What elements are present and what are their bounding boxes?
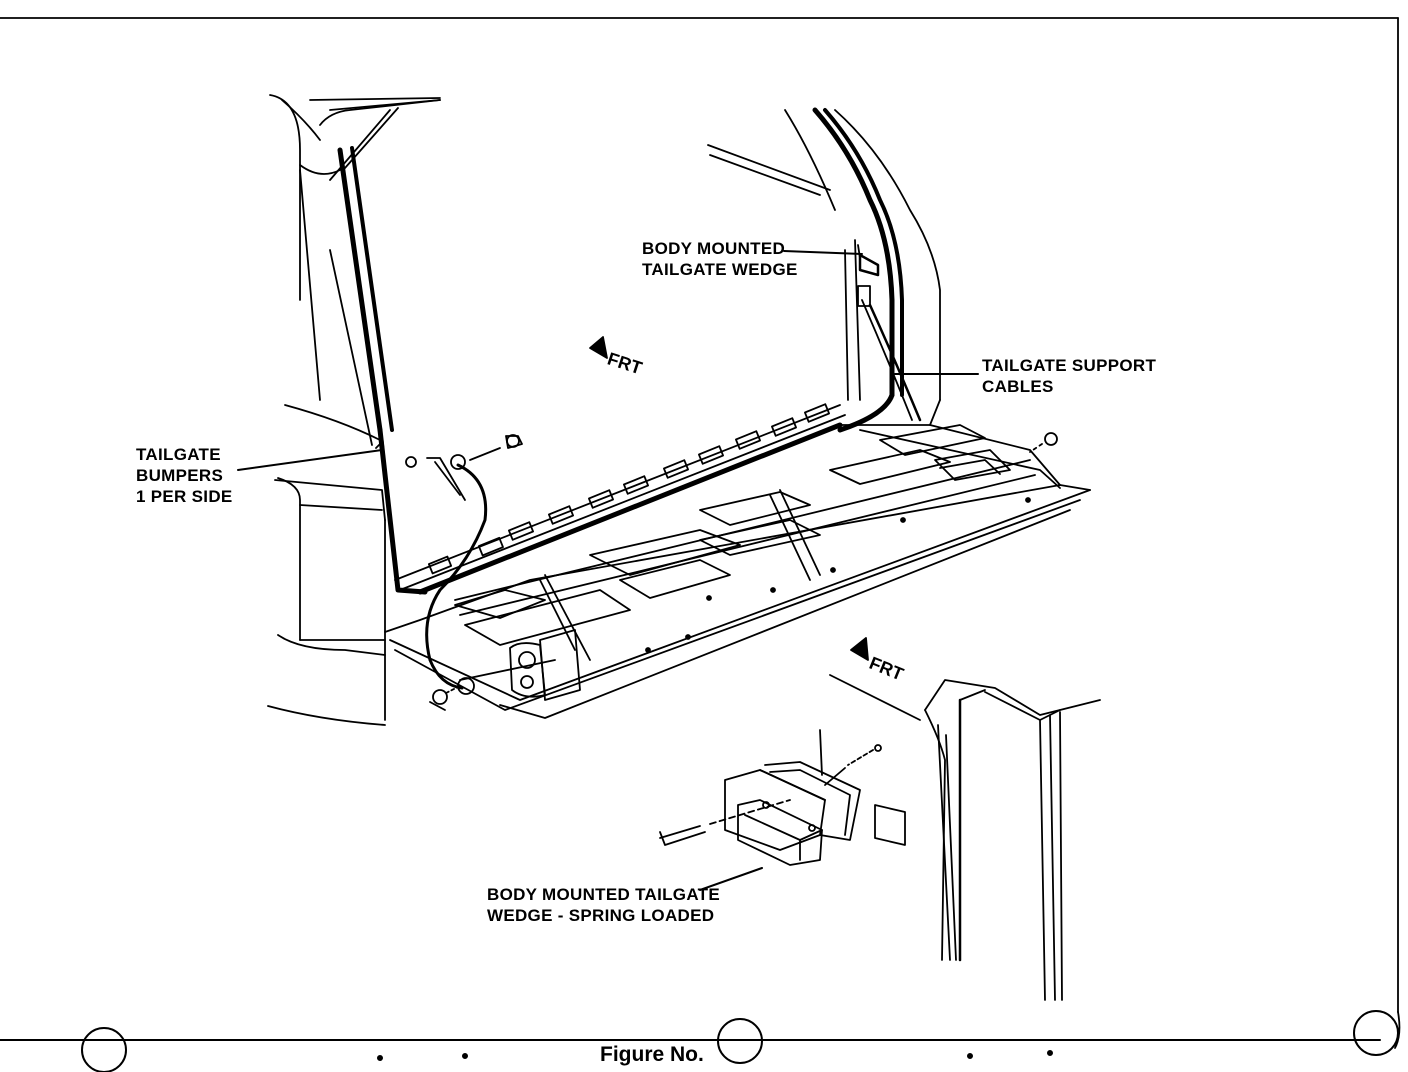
leader-bumpers — [237, 449, 383, 471]
tailgate — [384, 403, 1091, 719]
label-line: BODY MOUNTED — [642, 239, 786, 258]
label-line: CABLES — [982, 377, 1054, 396]
inset-detail — [659, 674, 1101, 1001]
page-frame — [0, 17, 1401, 1049]
label-line: WEDGE - SPRING LOADED — [487, 906, 715, 925]
label-line: BODY MOUNTED TAILGATE — [487, 885, 720, 904]
leader-spring-wedge — [699, 867, 763, 891]
figure-caption: Figure No. — [600, 1043, 704, 1066]
label-line: BUMPERS — [136, 466, 224, 485]
label-line: 1 PER SIDE — [136, 487, 233, 506]
spring-loaded-wedge-label: BODY MOUNTED TAILGATE WEDGE - SPRING LOA… — [487, 884, 720, 926]
hardware — [375, 244, 1058, 711]
label-line: TAILGATE WEDGE — [642, 260, 798, 279]
binder-holes — [81, 1010, 1399, 1072]
frt-arrow-main — [589, 336, 608, 359]
binder-hole-right — [1353, 1010, 1399, 1056]
binder-hole-left — [81, 1027, 127, 1072]
label-line: TAILGATE — [136, 445, 221, 464]
binder-hole-middle — [717, 1018, 763, 1064]
left-body-pillar — [267, 94, 441, 726]
tailgate-support-cables-label: TAILGATE SUPPORT CABLES — [982, 355, 1156, 397]
label-line: TAILGATE SUPPORT — [982, 356, 1157, 375]
leader-body-wedge — [783, 250, 863, 255]
tailgate-bumpers-label: TAILGATE BUMPERS 1 PER SIDE — [136, 444, 233, 507]
frt-arrow-inset — [850, 637, 869, 661]
leader-lines — [237, 250, 979, 891]
body-mounted-wedge-label: BODY MOUNTED TAILGATE WEDGE — [642, 238, 798, 280]
right-body-pillar — [707, 107, 941, 433]
